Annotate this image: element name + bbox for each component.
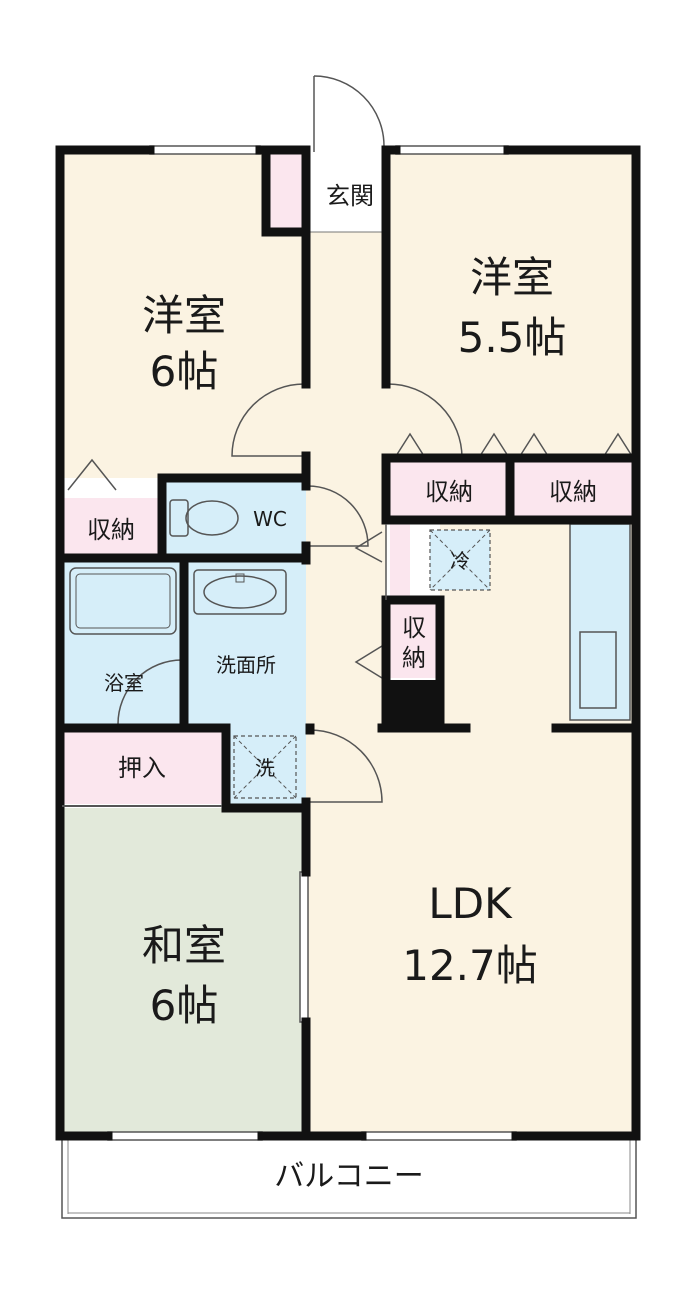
sink-icon	[579, 631, 617, 709]
storage-kitchen-label-2: 納	[402, 644, 426, 672]
japanese-room-size: 6帖	[150, 981, 219, 1030]
storage-right-1-label: 収納	[425, 478, 473, 506]
bathtub-icon	[69, 567, 177, 635]
bath-label: 浴室	[104, 671, 144, 695]
hallway	[306, 232, 386, 728]
door-swing-ldk	[309, 729, 383, 803]
door-swing-wc	[307, 485, 369, 547]
storage-top-left	[266, 152, 306, 232]
storage-kitchen-label-1: 収	[402, 614, 426, 642]
balcony-label: バルコニー	[274, 1159, 423, 1194]
bath-area	[62, 562, 184, 728]
fridge-label: 冷	[450, 549, 470, 573]
storage-kitchen	[390, 604, 438, 678]
washer-label: 洗	[255, 756, 275, 780]
door-swing-left-room	[231, 383, 305, 457]
storage-right-2-label: 収納	[549, 478, 597, 506]
storage-left-label: 収納	[87, 516, 135, 544]
ldk-room	[306, 728, 634, 1136]
storage-left	[62, 498, 160, 558]
western-left-name: 洋室	[142, 291, 226, 340]
western-right-name: 洋室	[470, 253, 554, 302]
storage-kitchen-small	[390, 524, 410, 596]
fridge-icon	[429, 529, 491, 591]
japanese-room-name: 和室	[142, 921, 226, 970]
balcony-area	[61, 1137, 637, 1219]
western-right-size: 5.5帖	[458, 313, 567, 362]
storage-right-2	[514, 462, 632, 516]
ldk-size: 12.7帖	[402, 941, 538, 990]
closet-label: 押入	[118, 754, 166, 782]
door-swing-bath	[117, 659, 183, 725]
western-left-size: 6帖	[150, 347, 219, 396]
washroom-area	[186, 562, 306, 728]
door-swing-right-room	[387, 383, 463, 459]
closet-area	[62, 732, 222, 804]
storage-right-1	[390, 462, 508, 516]
entrance-area	[306, 152, 386, 232]
wash-basin-icon	[193, 569, 287, 615]
toilet-icon	[169, 499, 239, 537]
kitchen-counter	[569, 523, 631, 721]
ldk-name: LDK	[428, 879, 513, 928]
entrance-door-icon	[313, 75, 385, 152]
pillar	[386, 680, 442, 728]
wc-label: WC	[253, 507, 287, 531]
japanese-room	[62, 808, 306, 1136]
washer-icon	[233, 735, 297, 799]
walls	[55, 145, 641, 1141]
washroom-label: 洗面所	[216, 653, 276, 677]
entrance-label: 玄関	[326, 182, 374, 210]
western-room-right	[386, 152, 634, 458]
